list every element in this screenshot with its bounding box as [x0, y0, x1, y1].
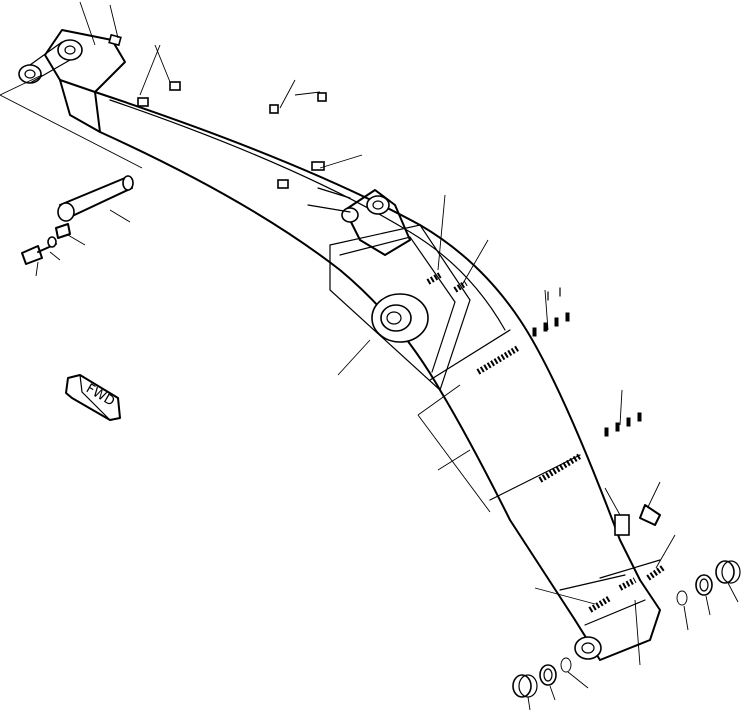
leader-lines — [0, 1, 739, 711]
bolt-group-lower — [604, 412, 642, 437]
bushings — [512, 560, 741, 698]
pin-and-bolt-parts — [21, 175, 134, 265]
foot-bosses — [18, 33, 122, 84]
bolt-group-upper — [532, 287, 570, 337]
seams — [429, 329, 626, 591]
forward-marker-label: FWD — [83, 381, 117, 409]
plate-fittings — [137, 81, 327, 189]
forward-direction-marker: FWD — [65, 374, 121, 421]
side-plate — [329, 224, 471, 392]
pipe-clamps — [426, 272, 666, 613]
boom-body — [44, 29, 661, 661]
grease-fitting — [614, 504, 661, 536]
cylinder-bracket — [307, 187, 411, 256]
